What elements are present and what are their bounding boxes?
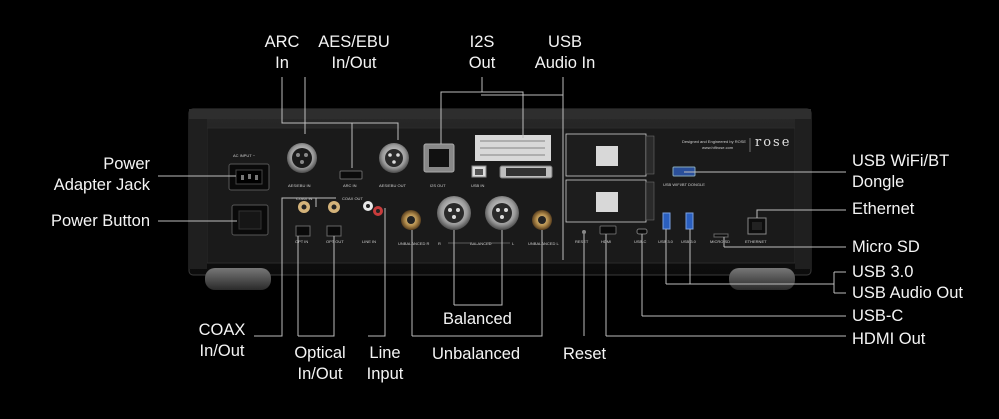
- callout-balanced: Balanced: [443, 310, 512, 328]
- callout-arc-in-line1: ARC: [264, 33, 300, 51]
- panel-unbalanced-l: UNBALANCED L: [528, 241, 559, 246]
- panel-reset: RESET: [575, 239, 589, 244]
- panel-coax-in: COAX IN: [296, 196, 313, 201]
- callout-usb30-line2: USB Audio Out: [852, 284, 963, 302]
- usb30-port-1: [662, 212, 671, 230]
- micro-sd-slot: [713, 233, 729, 238]
- left-foot: [205, 268, 271, 290]
- callout-usb-wifi-line2: Dongle: [852, 173, 905, 191]
- panel-wifi-bt: USB WIFI/BT DONGLE: [663, 182, 705, 187]
- panel-opt-out: OPT OUT: [326, 239, 344, 244]
- leader-line-input: [368, 208, 386, 337]
- chassis-top-lip: [189, 109, 811, 119]
- left-side-panel: [189, 119, 207, 269]
- leader-lines: [158, 77, 846, 337]
- callout-i2s-line2: Out: [468, 54, 496, 72]
- leader-coax: [254, 197, 317, 337]
- panel-website: www.hifirose.com: [702, 145, 734, 150]
- callout-i2s-line1: I2S: [469, 33, 495, 51]
- callout-line-input-line2: Input: [366, 365, 404, 383]
- panel-designed-by: Designed and Engineered by ROSE: [682, 139, 747, 144]
- panel-hdmi: HDMI: [601, 239, 612, 244]
- callout-usb-wifi-bt: USB WiFi/BT Dongle: [852, 151, 949, 193]
- panel-unbalanced-r: UNBALANCED R: [398, 241, 430, 246]
- right-side-panel: [795, 119, 811, 269]
- panel-balanced: BALANCED: [470, 241, 492, 246]
- callout-coax-line1: COAX: [198, 321, 246, 339]
- callout-aes-ebu-line1: AES/EBU: [318, 33, 390, 51]
- leader-ethernet: [756, 209, 846, 218]
- panel-i2s-out: I2S OUT: [430, 183, 446, 188]
- callout-usb-audio-in-line1: USB: [548, 33, 582, 51]
- opt-in-connector: [295, 225, 311, 237]
- callout-hdmi-out: HDMI Out: [852, 330, 926, 348]
- callout-usb-c: USB-C: [852, 307, 904, 325]
- callout-reset: Reset: [563, 345, 607, 363]
- callout-unbalanced: Unbalanced: [432, 345, 521, 363]
- right-foot: [729, 268, 795, 290]
- panel-usb30-b: USB 3.0: [681, 239, 696, 244]
- panel-ethernet: ETHERNET: [745, 239, 767, 244]
- panel-aes-out: AES/EBU OUT: [379, 183, 406, 188]
- usb30-port-2: [685, 212, 694, 230]
- callout-aes-ebu-line2: In/Out: [331, 54, 377, 72]
- reset-button: [582, 230, 586, 234]
- callout-ethernet: Ethernet: [852, 200, 915, 218]
- callout-power-adapter-line1: Power: [103, 155, 150, 173]
- usb-c-connector: [636, 228, 648, 235]
- callout-line-input: Line Input: [360, 343, 410, 385]
- callout-power-adapter-jack: Power Adapter Jack: [40, 154, 150, 196]
- callout-optical: Optical In/Out: [286, 343, 354, 385]
- panel-usb30-a: USB 3.0: [658, 239, 673, 244]
- panel-micro-sd: MICRO SD: [710, 239, 730, 244]
- panel-line-in: LINE IN: [362, 239, 377, 244]
- panel-usb-c: USB-C: [634, 239, 647, 244]
- callout-optical-line1: Optical: [294, 344, 346, 362]
- panel-aes-in: AES/EBU IN: [288, 183, 311, 188]
- panel-r: R: [438, 241, 441, 246]
- leader-i2s: [440, 77, 483, 144]
- callout-usb30-line1: USB 3.0: [852, 263, 914, 281]
- callout-i2s-out: I2S Out: [460, 32, 504, 74]
- callout-coax-line2: In/Out: [199, 342, 245, 360]
- panel-ac-input: AC INPUT ~: [233, 153, 256, 158]
- panel-opt-in: OPT IN: [295, 239, 309, 244]
- callout-optical-line2: In/Out: [297, 365, 343, 383]
- panel-coax-out: COAX OUT: [342, 196, 363, 201]
- hdmi-out-connector: [599, 225, 617, 235]
- panel-usb-in: USB IN: [471, 183, 485, 188]
- arc-in-connector: [339, 170, 363, 180]
- callout-usb-wifi-line1: USB WiFi/BT: [852, 152, 950, 170]
- callout-power-button: Power Button: [50, 212, 150, 230]
- panel-arc-in: ARC IN: [343, 183, 357, 188]
- callout-arc-in: ARC In: [258, 32, 306, 74]
- opt-out-connector: [326, 225, 342, 237]
- brand-logo: rose: [755, 135, 792, 150]
- callout-usb-audio-in: USB Audio In: [529, 32, 601, 74]
- callout-usb30: USB 3.0 USB Audio Out: [852, 262, 963, 304]
- callout-coax: COAX In/Out: [192, 320, 252, 362]
- callout-power-adapter-line2: Adapter Jack: [53, 176, 150, 194]
- callout-line-input-line1: Line: [369, 344, 401, 362]
- callout-micro-sd: Micro SD: [852, 238, 920, 256]
- callout-usb-audio-in-line2: Audio In: [534, 54, 596, 72]
- callout-arc-in-line2: In: [275, 54, 289, 72]
- panel-l: L: [512, 241, 515, 246]
- callout-aes-ebu: AES/EBU In/Out: [316, 32, 392, 74]
